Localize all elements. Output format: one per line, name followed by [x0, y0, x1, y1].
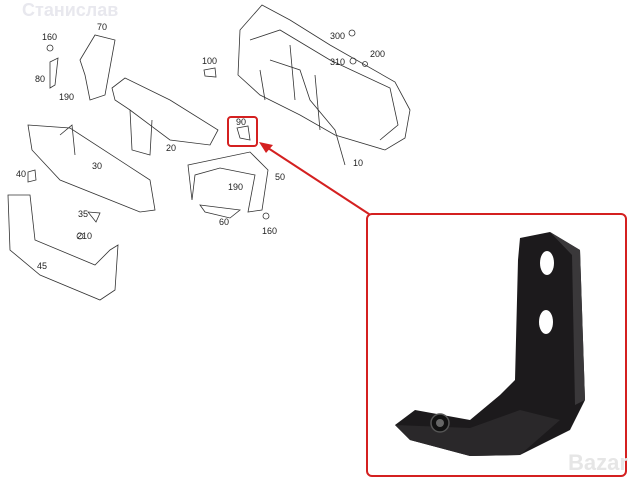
part-30	[27, 124, 156, 213]
highlight-box	[227, 116, 258, 147]
label-300: 300	[330, 31, 345, 41]
bolt-160b-icon	[262, 212, 270, 220]
label-45: 45	[37, 261, 47, 271]
part-50-60	[187, 151, 269, 219]
label-70: 70	[97, 22, 107, 32]
watermark-bottom: Bazar	[568, 450, 628, 475]
arrow-line	[267, 147, 373, 217]
arrow-head-icon	[259, 142, 273, 153]
label-80: 80	[35, 74, 45, 84]
label-310: 310	[330, 57, 345, 67]
bolt-210-icon	[76, 232, 84, 240]
small-brackets	[27, 169, 101, 223]
label-20: 20	[166, 143, 176, 153]
part-20	[111, 77, 219, 156]
bolt-200-icon	[362, 61, 368, 67]
part-photo-inset: Bazar	[366, 213, 628, 477]
label-200: 200	[370, 49, 385, 59]
label-10: 10	[353, 158, 363, 168]
part-10-frame	[237, 4, 411, 166]
label-40: 40	[16, 169, 26, 179]
label-160b: 160	[262, 226, 277, 236]
label-90: 90	[236, 117, 246, 127]
label-35: 35	[78, 209, 88, 219]
part-100	[203, 67, 217, 78]
label-160: 160	[42, 32, 57, 42]
label-50: 50	[275, 172, 285, 182]
part-70	[79, 34, 116, 101]
part-90	[236, 125, 251, 141]
label-210: 210	[77, 231, 92, 241]
bolt-300-icon	[348, 29, 356, 37]
watermark-top: Станислав	[22, 0, 118, 20]
part-45	[7, 194, 119, 301]
label-30: 30	[92, 161, 102, 171]
bolt-160-icon	[46, 44, 54, 52]
label-100: 100	[202, 56, 217, 66]
label-190b: 190	[228, 182, 243, 192]
nut-310-icon	[349, 57, 357, 65]
label-60: 60	[219, 217, 229, 227]
part-80	[49, 57, 59, 89]
label-190: 190	[59, 92, 74, 102]
